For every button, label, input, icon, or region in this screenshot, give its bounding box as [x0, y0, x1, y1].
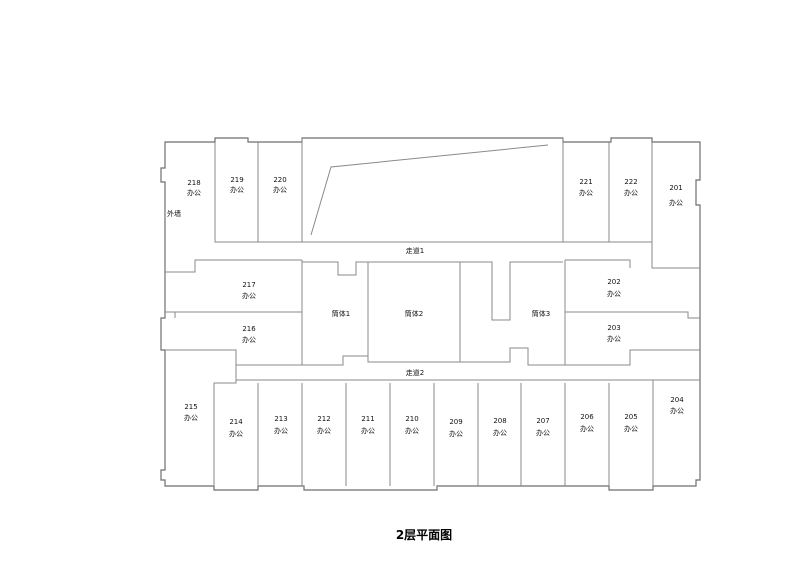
- room-222-number: 222: [624, 178, 637, 186]
- room-221-number: 221: [579, 178, 592, 186]
- room-202-use: 办公: [607, 289, 621, 298]
- room-201-number: 201: [669, 184, 682, 192]
- room-217-number: 217: [242, 281, 255, 289]
- room-210-use: 办公: [405, 426, 419, 435]
- room-203-use: 办公: [607, 334, 621, 343]
- room-217-use: 办公: [242, 291, 256, 300]
- room-203-number: 203: [607, 324, 620, 332]
- room-202-number: 202: [607, 278, 620, 286]
- corridor-2-label: 走道2: [406, 368, 424, 377]
- room-207-use: 办公: [536, 428, 550, 437]
- room-219-use: 办公: [230, 185, 244, 194]
- room-214-use: 办公: [229, 429, 243, 438]
- left-wing-divider: [165, 259, 302, 273]
- outer-wall-label: 外墙: [167, 209, 181, 218]
- room-216-number: 216: [242, 325, 256, 333]
- room-210-number: 210: [405, 415, 418, 423]
- room-204-use: 办公: [670, 406, 684, 415]
- core-walls: [302, 261, 565, 366]
- room-205-use: 办公: [624, 424, 638, 433]
- room-212-use: 办公: [317, 426, 331, 435]
- room-208-number: 208: [493, 417, 506, 425]
- stair-ramp-line: [310, 144, 549, 236]
- room-215-use: 办公: [184, 413, 198, 422]
- corridor2-edge: [235, 365, 700, 381]
- room-218-number: 218: [187, 179, 200, 187]
- room-213-use: 办公: [274, 426, 288, 435]
- room-206-number: 206: [580, 413, 594, 421]
- room-211-number: 211: [361, 415, 374, 423]
- corridor-1-label: 走道1: [406, 246, 424, 255]
- top-right-rooms-outline: [563, 142, 653, 243]
- room-221-use: 办公: [579, 188, 593, 197]
- core-3-label: 筒体3: [532, 309, 550, 318]
- core-2-label: 筒体2: [405, 309, 423, 318]
- core-1-label: 筒体1: [332, 309, 350, 318]
- room-215-number: 215: [184, 403, 197, 411]
- left-middle-rooms: [165, 260, 303, 366]
- room-219-number: 219: [230, 176, 243, 184]
- room-205-number: 205: [624, 413, 637, 421]
- top-left-rooms-outline: [214, 138, 303, 243]
- room-220-number: 220: [273, 176, 286, 184]
- room-208-use: 办公: [493, 428, 507, 437]
- plan-title: 2层平面图: [396, 528, 452, 542]
- stair-area-outline: [302, 138, 564, 243]
- right-middle-rooms: [564, 259, 700, 366]
- room-222-use: 办公: [624, 188, 638, 197]
- right-wing-divider: [651, 242, 700, 269]
- room-220-use: 办公: [273, 185, 287, 194]
- room-206-use: 办公: [580, 424, 594, 433]
- room-201-use: 办公: [669, 198, 683, 207]
- room-218-use: 办公: [187, 188, 201, 197]
- room-212-number: 212: [317, 415, 330, 423]
- room-214-number: 214: [229, 418, 243, 426]
- room-204-number: 204: [670, 396, 684, 404]
- room-216-use: 办公: [242, 335, 256, 344]
- room-209-use: 办公: [449, 429, 463, 438]
- room-213-number: 213: [274, 415, 287, 423]
- room-211-use: 办公: [361, 426, 375, 435]
- room-209-number: 209: [449, 418, 462, 426]
- room-207-number: 207: [536, 417, 549, 425]
